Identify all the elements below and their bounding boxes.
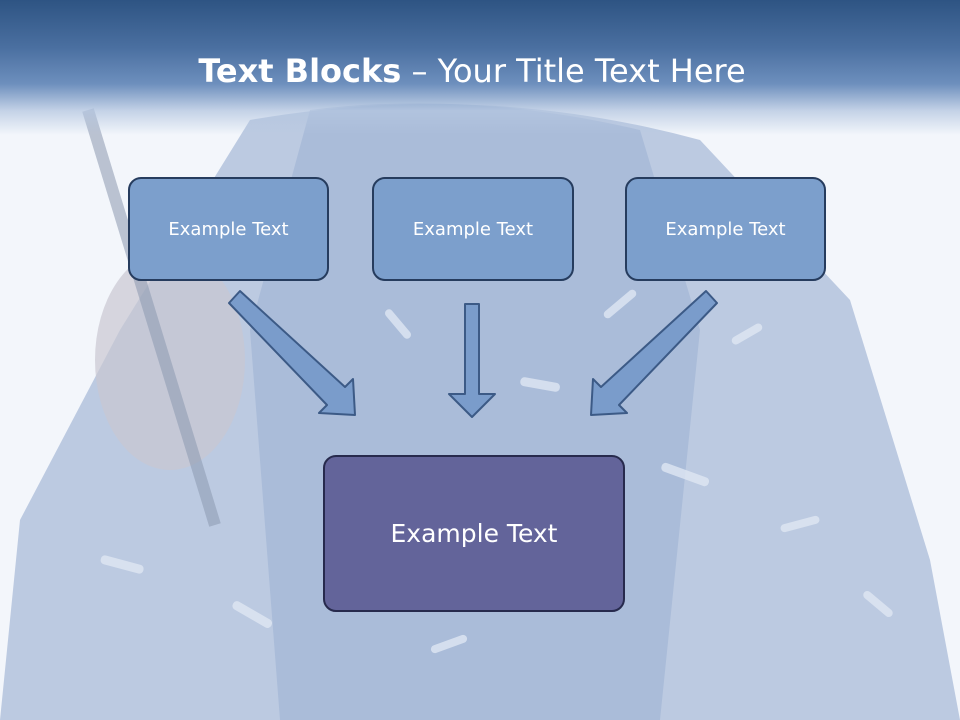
- text-block-1[interactable]: Example Text: [128, 177, 329, 281]
- text-block-3[interactable]: Example Text: [625, 177, 826, 281]
- text-block-2[interactable]: Example Text: [372, 177, 574, 281]
- main-text-block-label: Example Text: [390, 519, 558, 548]
- main-text-block[interactable]: Example Text: [323, 455, 625, 612]
- text-block-1-label: Example Text: [168, 218, 289, 240]
- text-block-2-label: Example Text: [412, 218, 534, 240]
- slide-title: Text Blocks – Your Title Text Here: [0, 52, 944, 90]
- arrow-center: [448, 303, 496, 418]
- title-bold-part: Text Blocks: [198, 52, 402, 90]
- arrow-left: [228, 290, 356, 416]
- title-separator: –: [401, 52, 438, 90]
- title-rest: Your Title Text Here: [437, 52, 746, 90]
- title-band: [0, 0, 960, 135]
- text-block-3-label: Example Text: [665, 218, 786, 240]
- arrow-right: [590, 290, 718, 416]
